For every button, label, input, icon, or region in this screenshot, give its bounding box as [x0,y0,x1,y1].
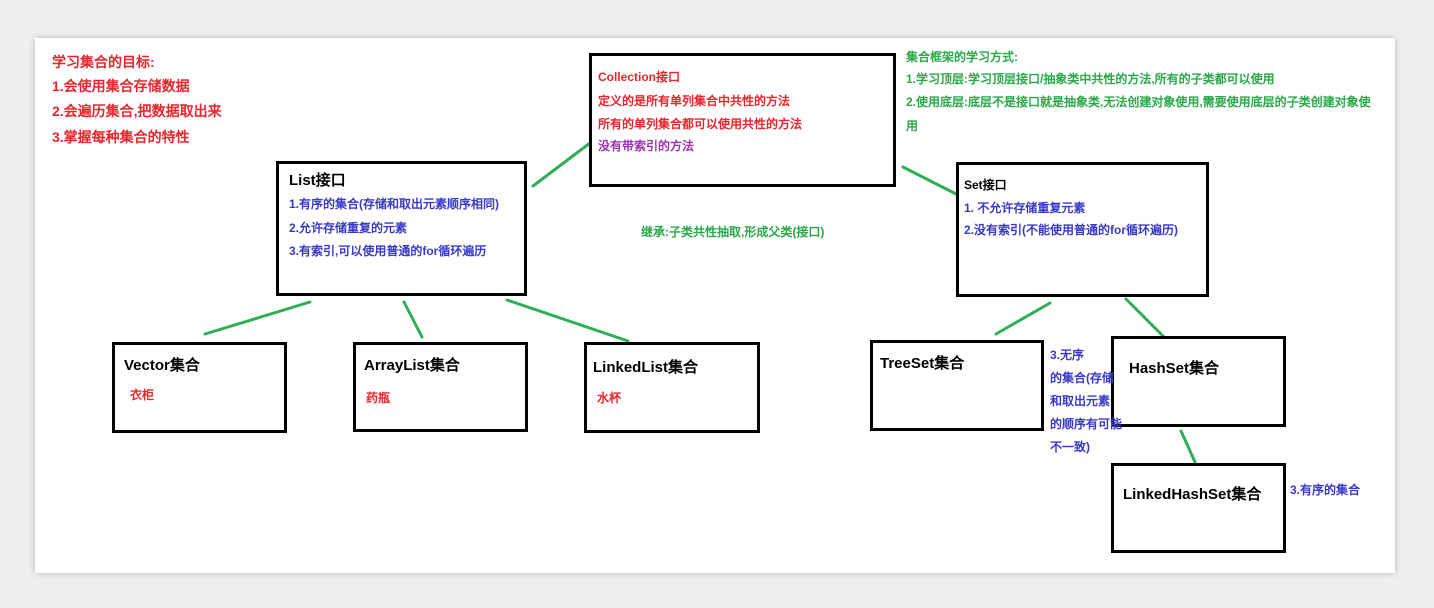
unordered-note-line: 3.无序 [1050,348,1085,362]
vector-box: Vector集合 衣柜 [112,342,287,433]
connector-set-hashset [1124,297,1171,344]
vector-title: Vector集合 [124,357,200,374]
learning-method-line: 用 [906,119,919,133]
connector-set-treeset [994,301,1052,336]
set-line: 1. 不允许存储重复元素 [964,201,1086,215]
linkedhashset-box: LinkedHashSet集合 [1111,463,1286,553]
connector-collection-list [531,141,592,188]
hashset-title: HashSet集合 [1129,360,1220,377]
list-line: 3.有索引,可以使用普通的for循环遍历 [289,244,487,258]
treeset-title: TreeSet集合 [880,355,965,372]
goal-item: 2.会遍历集合,把数据取出来 [52,103,222,119]
collection-title: Collection接口 [598,70,681,84]
collection-line: 定义的是所有单列集合中共性的方法 [598,94,791,108]
arraylist-note: 药瓶 [366,391,391,405]
collection-line: 没有带索引的方法 [598,139,695,153]
treeset-box: TreeSet集合 [870,340,1044,431]
unordered-note-line: 的顺序有可能 [1050,417,1123,431]
collection-interface-box: Collection接口 定义的是所有单列集合中共性的方法 所有的单列集合都可以… [589,53,896,187]
arraylist-box: ArrayList集合 药瓶 [353,342,528,432]
linkedlist-note: 水杯 [597,391,622,405]
unordered-note-line: 不一致) [1050,440,1090,454]
connector-collection-set [901,165,962,198]
linkedlist-title: LinkedList集合 [593,359,699,376]
set-line: 2.没有索引(不能使用普通的for循环遍历) [964,223,1178,237]
unordered-note-line: 和取出元素 [1050,394,1111,408]
unordered-note: 3.无序 的集合(存储 和取出元素 的顺序有可能 不一致) [1050,344,1122,459]
collection-line: 所有的单列集合都可以使用共性的方法 [598,117,803,131]
ordered-note: 3.有序的集合 [1290,483,1361,497]
connector-list-linkedlist [505,298,630,343]
list-line: 1.有序的集合(存储和取出元素顺序相同) [289,197,500,211]
learning-method-title: 集合框架的学习方式: [906,50,1018,64]
set-interface-box: Set接口 1. 不允许存储重复元素 2.没有索引(不能使用普通的for循环遍历… [956,162,1209,297]
unordered-note-line: 的集合(存储 [1050,371,1114,385]
connector-list-vector [203,300,312,336]
connector-list-arraylist [402,300,424,339]
learning-method-line: 1.学习顶层:学习顶层接口/抽象类中共性的方法,所有的子类都可以使用 [906,72,1275,86]
goal-item: 3.掌握每种集合的特性 [52,129,190,145]
hashset-box: HashSet集合 [1111,336,1286,427]
goal-item: 1.会使用集合存储数据 [52,78,190,94]
arraylist-title: ArrayList集合 [364,357,460,374]
linkedhashset-title: LinkedHashSet集合 [1123,486,1262,503]
list-interface-box: List接口 1.有序的集合(存储和取出元素顺序相同) 2.允许存储重复的元素 … [276,161,527,296]
list-title: List接口 [289,172,346,189]
set-title: Set接口 [964,178,1007,192]
goals-title: 学习集合的目标: [52,54,155,70]
connector-hashset-linkedhashset [1179,429,1197,464]
vector-note: 衣柜 [130,388,155,402]
list-line: 2.允许存储重复的元素 [289,221,408,235]
linkedlist-box: LinkedList集合 水杯 [584,342,760,433]
inheritance-note: 继承:子类共性抽取,形成父类(接口) [641,225,825,239]
learning-method-line: 2.使用底层:底层不是接口就是抽象类,无法创建对象使用,需要使用底层的子类创建对… [906,95,1371,109]
